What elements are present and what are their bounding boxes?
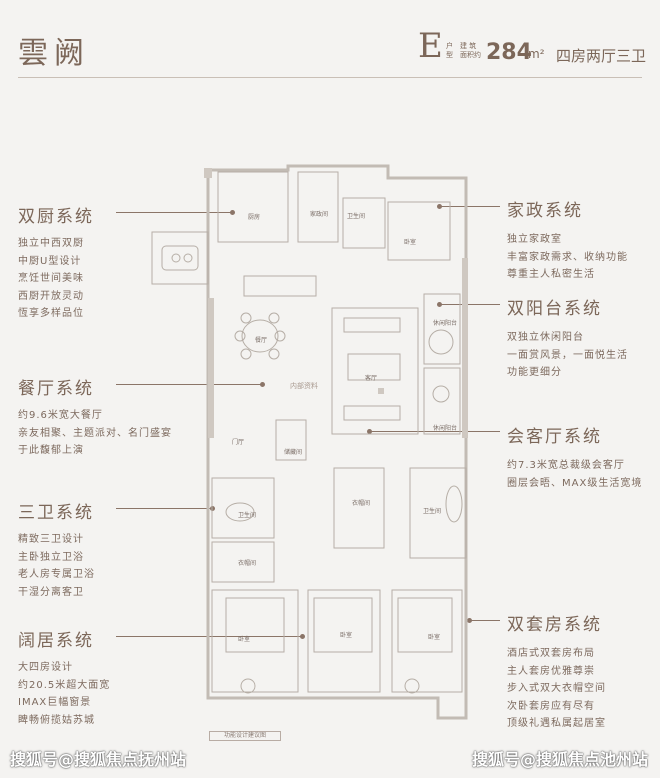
section-three-bath: 三卫系统 精致三卫设计 主卧独立卫浴 老人房专属卫浴 干湿分离客卫 — [18, 498, 218, 601]
footer-watermark-left: 搜狐号@搜狐焦点抚州站 — [10, 750, 187, 769]
connector-line — [440, 206, 500, 207]
unit-letter: E — [418, 26, 443, 66]
section-item: 尊重主人私密生活 — [507, 269, 595, 280]
connector-line — [440, 304, 500, 305]
section-dual-suite: 双套房系统 酒店式双套房布局 主人套房优雅尊崇 步入式双大衣帽空间 次卧套房应有… — [507, 610, 660, 733]
section-title: 双厨系统 — [18, 207, 94, 227]
section-dual-kitchen: 双厨系统 独立中西双厨 中厨U型设计 烹饪世间美味 西厨开放灵动 恆享多样品位 — [18, 202, 218, 323]
section-item: 精致三卫设计 — [18, 534, 84, 545]
section-title: 三卫系统 — [18, 503, 94, 523]
room-label: 卧室 — [238, 636, 251, 643]
connector-line — [116, 384, 262, 385]
connector-dot — [467, 618, 472, 623]
room-label: 衣帽间 — [352, 500, 371, 507]
connector-dot — [230, 210, 235, 215]
connector-dot — [437, 302, 442, 307]
section-dining: 餐厅系统 约9.6米宽大餐厅 亲友相聚、主题派对、名门盛宴 于此馥郁上演 — [18, 374, 218, 460]
connector-line — [116, 508, 212, 509]
section-item: IMAX巨幅窗景 — [18, 697, 92, 708]
section-item: 于此馥郁上演 — [18, 445, 84, 456]
header-divider — [18, 77, 642, 78]
section-item: 步入式双大衣帽空间 — [507, 683, 606, 694]
section-item: 酒店式双套房布局 — [507, 648, 595, 659]
header: 雲阙 E 户 型 建 筑 面积约 284 m² 四房两厅三卫 — [0, 0, 660, 80]
section-item: 亲友相聚、主题派对、名门盛宴 — [18, 427, 172, 439]
room-label: 客厅 — [365, 375, 378, 382]
room-label: 卫生间 — [423, 508, 442, 515]
connector-dot — [260, 382, 265, 387]
section-item: 一面赏风景，一面悦生活 — [507, 349, 628, 361]
section-item: 约9.6米宽大餐厅 — [18, 410, 103, 421]
section-dual-balcony: 双阳台系统 双独立休闲阳台 一面赏风景，一面悦生活 功能更细分 — [507, 294, 660, 382]
section-item: 老人房专属卫浴 — [18, 569, 95, 580]
room-label: 厨房 — [248, 214, 261, 221]
section-spacious: 阔居系统 大四房设计 约20.5米超大面宽 IMAX巨幅窗景 睥畅俯揽姑苏城 — [18, 626, 218, 729]
room-label: 家政间 — [310, 211, 329, 218]
section-item: 次卧套房应有尽有 — [507, 700, 595, 712]
connector-dot — [437, 204, 442, 209]
connector-line — [470, 620, 500, 621]
section-item: 约7.3米宽总裁级会客厅 — [507, 460, 625, 471]
section-item: 烹饪世间美味 — [18, 273, 84, 284]
section-title: 双阳台系统 — [507, 299, 602, 319]
room-label: 储藏间 — [284, 449, 303, 456]
section-item: 主人套房优雅尊崇 — [507, 665, 595, 677]
section-item: 独立中西双厨 — [18, 238, 84, 249]
section-item: 约20.5米超大面宽 — [18, 679, 111, 691]
section-title: 会客厅系统 — [507, 427, 602, 447]
room-label: 休闲阳台 — [433, 425, 458, 432]
section-item: 圈层会晤、MAX级生活宽境 — [507, 477, 643, 489]
section-title: 双套房系统 — [507, 615, 602, 635]
section-item: 大四房设计 — [18, 662, 73, 673]
section-item: 干湿分离客卫 — [18, 586, 84, 598]
room-label: 卫生间 — [238, 512, 257, 519]
section-living-room: 会客厅系统 约7.3米宽总裁级会客厅 圈层会晤、MAX级生活宽境 — [507, 422, 660, 492]
room-label: 卧室 — [428, 634, 441, 641]
connector-dot — [300, 634, 305, 639]
room-label: 卧室 — [404, 239, 417, 246]
section-item: 独立家政室 — [507, 234, 562, 245]
room-label: 卧室 — [340, 632, 353, 639]
room-label: 门厅 — [232, 439, 245, 446]
connector-line — [370, 431, 500, 432]
connector-line — [116, 212, 232, 213]
area-value: 284 — [486, 40, 532, 65]
section-item: 双独立休闲阳台 — [507, 332, 584, 343]
area-unit: m² — [528, 47, 545, 61]
section-title: 家政系统 — [507, 201, 583, 221]
area-label: 建 筑 面积约 — [460, 42, 481, 59]
layout-description: 四房两厅三卫 — [556, 47, 647, 65]
section-title: 餐厅系统 — [18, 379, 94, 399]
section-item: 睥畅俯揽姑苏城 — [18, 714, 95, 726]
section-title: 阔居系统 — [18, 631, 94, 651]
section-item: 功能更细分 — [507, 367, 562, 378]
unit-type-label: 户 型 — [446, 42, 453, 59]
floor-plan — [151, 164, 468, 720]
section-item: 恆享多样品位 — [18, 308, 84, 319]
project-title: 雲阙 — [18, 36, 90, 71]
room-label: 衣帽间 — [238, 560, 257, 567]
connector-dot — [367, 429, 372, 434]
footer-watermark-right: 搜狐号@搜狐焦点池州站 — [472, 750, 649, 769]
section-item: 顶级礼遇私属起居室 — [507, 718, 606, 729]
room-label: 休闲阳台 — [433, 320, 458, 327]
section-item: 西厨开放灵动 — [18, 290, 84, 302]
plan-caption: 功能设计建议图 — [209, 731, 281, 741]
section-housekeeping: 家政系统 独立家政室 丰富家政需求、收纳功能 尊重主人私密生活 — [507, 196, 660, 284]
room-label: 餐厅 — [255, 337, 268, 344]
section-item: 中厨U型设计 — [18, 255, 82, 267]
room-label: 卫生间 — [347, 213, 366, 220]
section-item: 主卧独立卫浴 — [18, 551, 84, 563]
watermark-text: 内部资料 — [290, 382, 318, 390]
section-item: 丰富家政需求、收纳功能 — [507, 251, 628, 263]
